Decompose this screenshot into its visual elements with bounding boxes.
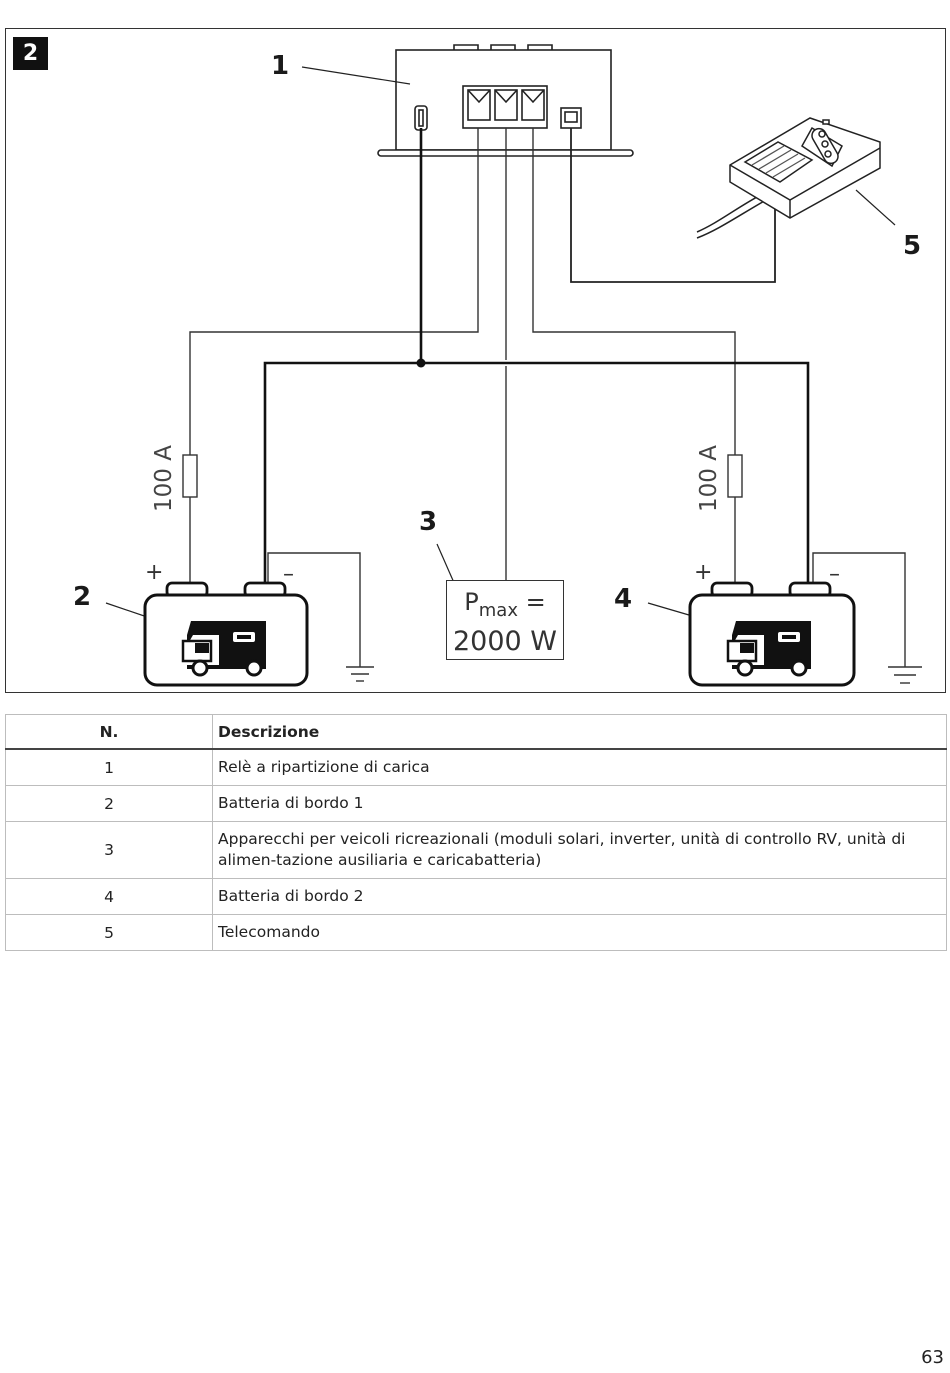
power-symbol: P [464, 588, 479, 616]
ground-right-icon [888, 666, 922, 684]
row-number: 4 [5, 878, 213, 915]
table-row: 3 Apparecchi per veicoli ricreazionali (… [5, 821, 947, 879]
header-description: Descrizione [212, 714, 947, 750]
camper-van-icon [726, 621, 811, 677]
callout-5-label: 5 [903, 231, 922, 261]
fuse-right-rating: 100 A [696, 445, 722, 512]
wiring-diagram [105, 44, 922, 687]
row-description: Apparecchi per veicoli ricreazionali (mo… [212, 821, 947, 879]
row-number: 1 [5, 748, 213, 786]
row-number: 5 [5, 914, 213, 951]
minus-sign-left: – [283, 562, 294, 587]
fuse-right-icon [727, 454, 743, 498]
row-number: 3 [5, 821, 213, 879]
fuse-left-rating: 100 A [151, 445, 177, 512]
remote-control-icon [696, 117, 881, 239]
legend-table: N. Descrizione 1 Relè a ripartizione di … [5, 714, 947, 951]
max-power-box: Pmax = 2000 W [446, 580, 564, 660]
header-number: N. [5, 714, 213, 750]
fuse-left-icon [182, 454, 198, 498]
power-subscript: max [478, 599, 518, 621]
plus-sign-left: + [145, 560, 164, 585]
wiring-diagram-frame [5, 28, 946, 693]
battery-left-icon [143, 581, 309, 687]
figure-number-badge: 2 [13, 37, 48, 70]
row-description: Telecomando [212, 914, 947, 951]
equals-sign: = [525, 588, 546, 616]
plus-sign-right: + [694, 560, 713, 585]
minus-sign-right: – [829, 562, 840, 587]
row-description: Batteria di bordo 2 [212, 878, 947, 915]
table-row: 2 Batteria di bordo 1 [5, 785, 947, 822]
callout-3-label: 3 [419, 507, 438, 537]
legend-header-row: N. Descrizione [5, 714, 947, 750]
camper-van-icon [181, 621, 266, 677]
table-row: 5 Telecomando [5, 914, 947, 951]
table-row: 1 Relè a ripartizione di carica [5, 748, 947, 786]
row-number: 2 [5, 785, 213, 822]
wiring [189, 128, 906, 667]
row-description: Batteria di bordo 1 [212, 785, 947, 822]
page-number: 63 [921, 1347, 944, 1368]
callout-2-label: 2 [73, 582, 92, 612]
max-power-formula: Pmax = [447, 587, 563, 626]
battery-right-icon [688, 581, 856, 687]
callout-1-label: 1 [271, 51, 290, 81]
max-power-value: 2000 W [453, 625, 557, 657]
callout-4-label: 4 [614, 584, 633, 614]
table-row: 4 Batteria di bordo 2 [5, 878, 947, 915]
row-description: Relè a ripartizione di carica [212, 748, 947, 786]
ground-left-icon [346, 666, 374, 682]
